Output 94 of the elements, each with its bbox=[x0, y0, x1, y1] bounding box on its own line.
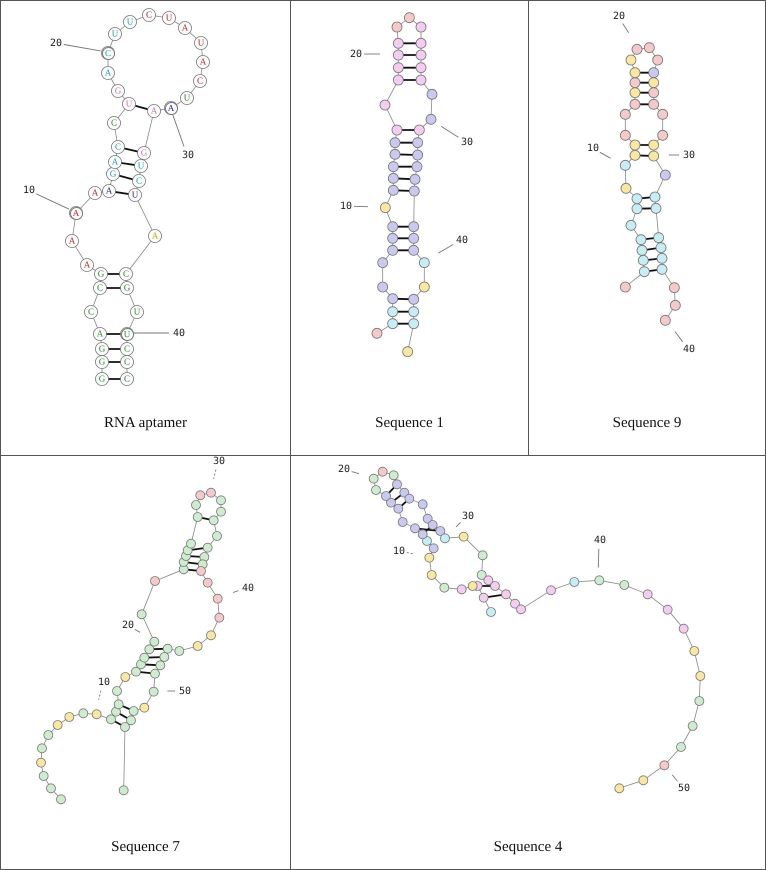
nucleotide-letter: G bbox=[98, 270, 104, 278]
leader-line bbox=[406, 552, 414, 554]
position-number: 20 bbox=[350, 50, 362, 60]
nucleotide-letter: C bbox=[146, 10, 152, 20]
nucleotide-circle: C bbox=[102, 46, 114, 60]
panel-caption: Sequence 7 bbox=[110, 839, 181, 856]
position-number: 10 bbox=[98, 678, 110, 688]
position-number: 40 bbox=[456, 236, 468, 246]
position-number: 30 bbox=[182, 151, 194, 161]
panel-cell bbox=[290, 455, 766, 870]
leader-line bbox=[232, 590, 239, 593]
leader-line bbox=[98, 690, 102, 700]
nucleotide-circle: A bbox=[164, 102, 178, 114]
nucleotide-letter: G bbox=[98, 374, 106, 384]
nucleotide-letter: G bbox=[114, 86, 122, 96]
position-number: 50 bbox=[178, 687, 192, 697]
nucleotide-letter: U bbox=[198, 38, 204, 48]
nucleotide-letter: G bbox=[124, 284, 130, 292]
nucleotide-letter: A bbox=[152, 232, 158, 240]
nucleotide-letter: G bbox=[98, 358, 106, 366]
nucleotide-letter: C bbox=[124, 358, 130, 366]
leader-line bbox=[672, 774, 678, 782]
nucleotide-letter: C bbox=[124, 374, 130, 384]
nucleotide-letter: A bbox=[150, 106, 158, 116]
leader-line bbox=[213, 469, 216, 480]
position-number: 10 bbox=[22, 186, 36, 196]
nucleotide-letter: C bbox=[136, 176, 142, 186]
leader-line bbox=[63, 44, 102, 52]
leader-line bbox=[440, 126, 459, 138]
nucleotide-letter: U bbox=[138, 162, 144, 170]
nucleotide-letter: C bbox=[97, 284, 103, 292]
panel-cell bbox=[528, 0, 766, 456]
position-number: 50 bbox=[678, 784, 690, 794]
panel-caption: Sequence 4 bbox=[492, 839, 564, 856]
leader-line bbox=[622, 23, 630, 34]
nucleotide-letter: A bbox=[200, 58, 206, 66]
nucleotide-letter: A bbox=[182, 24, 188, 32]
position-number: 30 bbox=[460, 138, 474, 148]
nucleotide-letter: U bbox=[134, 308, 140, 316]
leader-line bbox=[36, 193, 70, 210]
leader-line bbox=[456, 522, 462, 528]
nucleotide-letter: G bbox=[110, 170, 116, 178]
nucleotide-circle: U bbox=[120, 328, 134, 340]
panel-cell bbox=[0, 455, 291, 870]
position-number: 20 bbox=[612, 12, 626, 22]
leader-line bbox=[351, 471, 360, 474]
nucleotide-letter: C bbox=[115, 142, 121, 152]
position-number: 30 bbox=[212, 457, 226, 467]
nucleotide-letter: C bbox=[88, 308, 94, 316]
leader-line bbox=[599, 152, 611, 159]
position-number: 30 bbox=[682, 151, 696, 161]
leader-line bbox=[354, 206, 368, 208]
position-number: 10 bbox=[586, 144, 600, 154]
position-number: 10 bbox=[392, 547, 406, 557]
nucleotide-letter: U bbox=[126, 100, 132, 108]
nucleotide-letter: C bbox=[123, 270, 129, 278]
panel-caption: RNA aptamer bbox=[103, 415, 188, 432]
nucleotide-letter: A bbox=[112, 158, 118, 166]
nucleotide-letter: A bbox=[106, 186, 112, 196]
nucleotide-letter: A bbox=[92, 188, 98, 198]
nucleotide-letter: A bbox=[68, 236, 76, 246]
position-number: 20 bbox=[50, 39, 62, 49]
position-number: 20 bbox=[338, 465, 350, 475]
nucleotide-letter: A bbox=[104, 68, 112, 78]
position-number: 10 bbox=[340, 202, 352, 212]
leader-line bbox=[598, 548, 600, 568]
leader-line bbox=[167, 690, 176, 692]
position-number: 40 bbox=[682, 345, 696, 355]
leader-line bbox=[132, 332, 170, 334]
position-number: 20 bbox=[122, 621, 134, 631]
nucleotide-letter: G bbox=[98, 344, 106, 354]
leader-line bbox=[674, 331, 684, 342]
nucleotide-letter: U bbox=[112, 30, 118, 38]
leader-line bbox=[668, 154, 680, 156]
nucleotide-letter: A bbox=[84, 260, 90, 270]
nucleotide-letter: A bbox=[96, 330, 104, 338]
position-number: 40 bbox=[242, 584, 254, 594]
position-number: 40 bbox=[594, 536, 606, 546]
leader-line bbox=[134, 628, 140, 633]
panel-caption: Sequence 9 bbox=[612, 415, 682, 432]
panel-cell bbox=[0, 0, 291, 456]
nucleotide-letter: C bbox=[197, 76, 203, 86]
nucleotide-letter: C bbox=[111, 118, 117, 128]
nucleotide-letter: U bbox=[184, 94, 190, 102]
nucleotide-letter: U bbox=[132, 190, 138, 200]
position-number: 40 bbox=[172, 329, 186, 339]
leader-line bbox=[438, 244, 454, 254]
nucleotide-letter: C bbox=[124, 344, 130, 354]
position-number: 30 bbox=[462, 512, 474, 522]
nucleotide-letter: U bbox=[126, 18, 134, 26]
leader-line bbox=[172, 112, 184, 147]
panel-caption: Sequence 1 bbox=[374, 415, 445, 432]
nucleotide-letter: G bbox=[140, 148, 148, 158]
nucleotide-letter: U bbox=[166, 14, 172, 22]
